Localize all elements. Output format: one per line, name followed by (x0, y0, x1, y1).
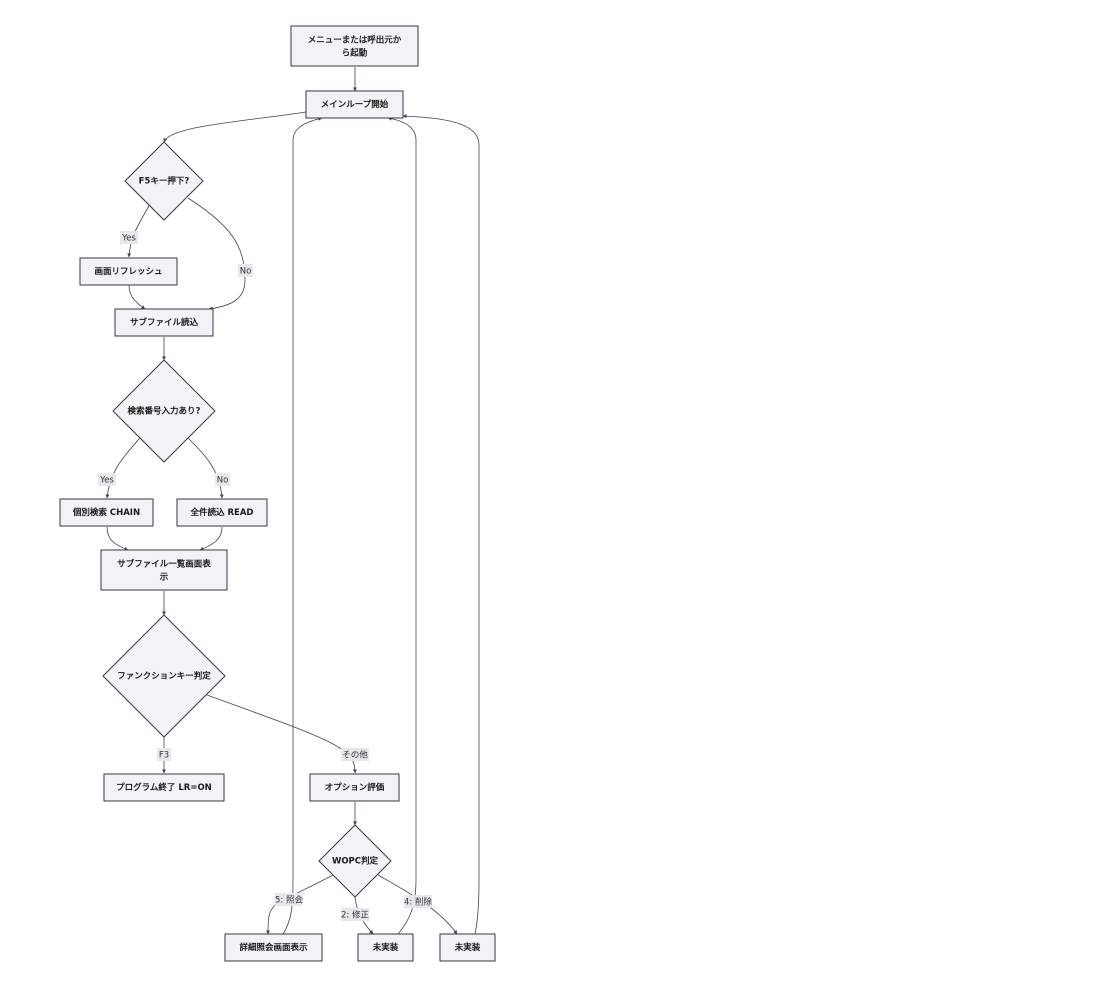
nodes: メニューまたは呼出元か ら起動 メインループ開始 F5キー押下? 画面リフレッシ… (59, 25, 496, 962)
edge-notimpl1-to-mainloop (387, 116, 417, 935)
edge-search-to-chain (105, 437, 141, 499)
node-not-impl-2-text: 未実装 (454, 942, 481, 953)
label-fkey-f3: F3 (157, 748, 171, 761)
node-option-eval-text: オプション評価 (325, 782, 385, 793)
label-wopc-4: 4: 削除 (404, 895, 432, 908)
node-not-impl-2: 未実装 (439, 933, 496, 962)
node-start: メニューまたは呼出元か ら起動 (290, 25, 419, 67)
edge-notimpl2-to-mainloop (402, 114, 480, 935)
node-search-check: 検索番号入力あり? (112, 359, 216, 463)
node-fkey-check: ファンクションキー判定 (102, 614, 226, 738)
label-fkey-other-text: その他 (342, 750, 368, 761)
node-start-line1: メニューまたは呼出元か (308, 35, 402, 46)
edge-chain-to-display (106, 526, 129, 551)
edge-mainloop-to-f5 (163, 111, 307, 143)
label-wopc-5: 5: 照会 (275, 893, 303, 906)
node-detail-view: 詳細照会画面表示 (224, 933, 323, 962)
edge-labels: Yes No Yes No F3 その他 5: 照会 2: 修正 (98, 231, 432, 921)
label-fkey-f3-text: F3 (159, 751, 169, 761)
edge-fkey-to-option (206, 694, 357, 774)
label-wopc-5-text: 5: 照会 (275, 895, 303, 906)
edge-f5-to-refresh (127, 203, 151, 258)
node-chain-search: 個別検索 CHAIN (59, 498, 154, 527)
node-read-all: 全件読込 READ (176, 498, 268, 527)
label-f5-no-text: No (240, 267, 252, 277)
node-subfile-load-text: サブファイル読込 (130, 317, 199, 328)
label-search-yes-text: Yes (99, 476, 114, 486)
label-search-no-text: No (217, 476, 229, 486)
node-subfile-load: サブファイル読込 (114, 308, 214, 337)
node-end-program: プログラム終了 LR=ON (103, 773, 225, 802)
node-main-loop-text: メインループ開始 (321, 99, 389, 110)
node-f5-check: F5キー押下? (124, 141, 204, 221)
node-refresh: 画面リフレッシュ (79, 257, 178, 286)
node-f5-check-text: F5キー押下? (139, 176, 190, 187)
label-search-no: No (215, 473, 230, 486)
label-f5-no: No (238, 264, 253, 277)
node-subfile-display: サブファイル一覧画面表 示 (100, 549, 228, 591)
edge-search-to-read (187, 437, 224, 499)
label-wopc-2-text: 2: 修正 (341, 910, 369, 921)
node-wopc-check: WOPC判定 (318, 824, 392, 898)
edge-read-to-display (199, 526, 223, 551)
node-subfile-display-line1: サブファイル一覧画面表 (117, 559, 211, 570)
label-f5-yes-text: Yes (121, 234, 136, 244)
node-main-loop: メインループ開始 (305, 90, 404, 119)
label-wopc-4-text: 4: 削除 (404, 897, 432, 908)
label-fkey-other: その他 (341, 748, 369, 761)
node-read-all-text: 全件読込 READ (190, 507, 254, 518)
node-refresh-text: 画面リフレッシュ (94, 267, 162, 277)
label-wopc-2: 2: 修正 (341, 908, 369, 921)
node-wopc-check-text: WOPC判定 (332, 856, 379, 867)
node-search-check-text: 検索番号入力あり? (128, 406, 201, 417)
node-not-impl-1: 未実装 (357, 933, 414, 962)
node-start-line2: ら起動 (342, 48, 368, 59)
node-end-program-text: プログラム終了 LR=ON (116, 782, 212, 793)
node-detail-view-text: 詳細照会画面表示 (239, 942, 308, 953)
edge-detail-to-mainloop (282, 116, 323, 935)
edge-f5-to-subfile (187, 197, 246, 311)
node-option-eval: オプション評価 (309, 773, 400, 802)
label-f5-yes: Yes (120, 231, 138, 244)
node-not-impl-1-text: 未実装 (372, 942, 399, 953)
label-search-yes: Yes (98, 473, 116, 486)
node-fkey-check-text: ファンクションキー判定 (117, 671, 211, 682)
edge-refresh-to-subfile (128, 284, 146, 310)
node-chain-search-text: 個別検索 CHAIN (72, 507, 140, 518)
node-subfile-display-line2: 示 (159, 573, 169, 583)
